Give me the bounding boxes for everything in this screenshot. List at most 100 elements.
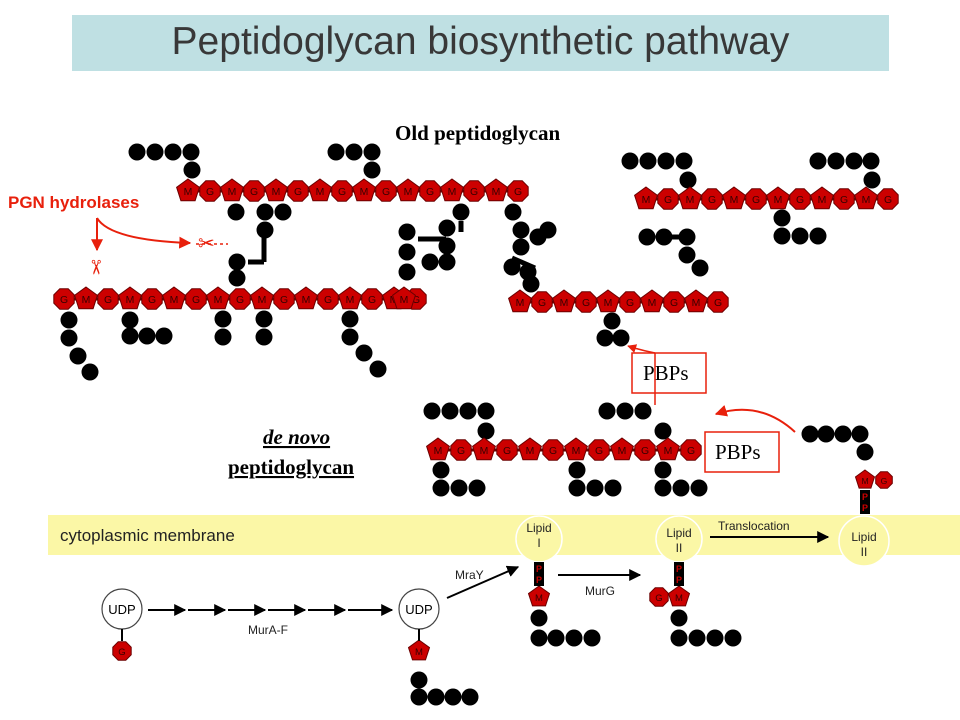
amino-acid-bead bbox=[183, 161, 201, 179]
murnac-sugar: M bbox=[338, 286, 362, 310]
pbp-arrow-lower bbox=[714, 405, 796, 433]
glcnac-sugar: G bbox=[287, 180, 309, 202]
hydrolase-arrow-curve bbox=[96, 217, 192, 249]
amino-acid-bead bbox=[444, 688, 462, 706]
glcnac-sugar: G bbox=[496, 439, 518, 461]
svg-text:M: M bbox=[692, 298, 701, 309]
amino-acid-bead bbox=[369, 360, 387, 378]
amino-acid-bead bbox=[862, 152, 880, 170]
amino-acid-bead bbox=[612, 329, 630, 347]
glcnac-sugar: G bbox=[112, 641, 132, 661]
svg-text:G: G bbox=[104, 295, 112, 306]
svg-text:G: G bbox=[250, 187, 258, 198]
pgn-hydrolases-label: PGN hydrolases bbox=[8, 193, 139, 212]
glcnac-sugar: G bbox=[375, 180, 397, 202]
murnac-sugar: M bbox=[564, 437, 588, 461]
svg-text:M: M bbox=[861, 476, 868, 486]
amino-acid-bead bbox=[547, 629, 565, 647]
svg-text:P: P bbox=[536, 575, 542, 585]
svg-text:M: M bbox=[642, 195, 651, 206]
svg-text:G: G bbox=[840, 195, 848, 206]
pbps-label-lower: PBPs bbox=[715, 440, 761, 464]
amino-acid-bead bbox=[228, 253, 246, 271]
murnac-sugar: M bbox=[810, 186, 834, 210]
svg-text:M: M bbox=[302, 295, 311, 306]
glcnac-sugar: G bbox=[649, 587, 669, 607]
amino-acid-bead bbox=[670, 629, 688, 647]
de-novo-peptidoglycan-label: peptidoglycan bbox=[228, 455, 354, 479]
amino-acid-bead bbox=[255, 310, 273, 328]
amino-acid-bead bbox=[565, 629, 583, 647]
amino-acid-bead bbox=[121, 311, 139, 329]
amino-acid-bead bbox=[128, 143, 146, 161]
glcnac-sugar: G bbox=[53, 288, 75, 310]
svg-text:G: G bbox=[538, 298, 546, 309]
svg-text:P: P bbox=[862, 503, 868, 513]
glcnac-sugar: G bbox=[361, 288, 383, 310]
amino-acid-bead bbox=[827, 152, 845, 170]
amino-acid-bead bbox=[227, 203, 245, 221]
glcnac-sugar: G bbox=[875, 471, 893, 489]
svg-text:G: G bbox=[412, 295, 420, 306]
glcnac-sugar: G bbox=[141, 288, 163, 310]
amino-acid-bead bbox=[639, 152, 657, 170]
amino-acid-bead bbox=[345, 143, 363, 161]
amino-acid-bead bbox=[522, 275, 540, 293]
pyrophosphate: PP bbox=[860, 490, 870, 514]
svg-text:M: M bbox=[184, 187, 193, 198]
svg-text:M: M bbox=[228, 187, 237, 198]
amino-acid-bead bbox=[164, 143, 182, 161]
murnac-sugar: M bbox=[206, 286, 230, 310]
amino-acid-bead bbox=[817, 425, 835, 443]
amino-acid-bead bbox=[845, 152, 863, 170]
amino-acid-bead bbox=[155, 327, 173, 345]
svg-text:M: M bbox=[404, 187, 413, 198]
murnac-sugar: M bbox=[640, 289, 664, 313]
svg-text:G: G bbox=[796, 195, 804, 206]
glcnac-sugar: G bbox=[575, 291, 597, 313]
de-novo-label: de novo bbox=[263, 425, 330, 449]
svg-text:M: M bbox=[480, 446, 489, 457]
amino-acid-bead bbox=[182, 143, 200, 161]
svg-text:G: G bbox=[687, 446, 695, 457]
amino-acid-bead bbox=[530, 629, 548, 647]
svg-text:G: G bbox=[641, 446, 649, 457]
glcnac-sugar: G bbox=[331, 180, 353, 202]
amino-acid-bead bbox=[438, 253, 456, 271]
amino-acid-bead bbox=[423, 402, 441, 420]
svg-text:M: M bbox=[535, 593, 543, 604]
svg-text:M: M bbox=[818, 195, 827, 206]
murnac-sugar: M bbox=[472, 437, 496, 461]
page-title: Peptidoglycan biosynthetic pathway bbox=[171, 20, 790, 63]
cytoplasmic-membrane bbox=[48, 515, 960, 555]
amino-acid-bead bbox=[461, 688, 479, 706]
svg-text:G: G bbox=[655, 593, 662, 604]
amino-acid-bead bbox=[459, 402, 477, 420]
amino-acid-bead bbox=[327, 143, 345, 161]
translocation-label: Translocation bbox=[718, 519, 790, 533]
svg-text:G: G bbox=[549, 446, 557, 457]
mray-label: MraY bbox=[455, 568, 484, 582]
svg-text:G: G bbox=[280, 295, 288, 306]
glcnac-sugar: G bbox=[507, 180, 529, 202]
svg-text:G: G bbox=[595, 446, 603, 457]
amino-acid-bead bbox=[568, 461, 586, 479]
pbps-box-lower bbox=[704, 431, 780, 473]
amino-acid-bead bbox=[809, 152, 827, 170]
amino-acid-bead bbox=[274, 203, 292, 221]
amino-acid-bead bbox=[834, 425, 852, 443]
murnac-sugar: M bbox=[162, 286, 186, 310]
svg-text:P: P bbox=[536, 564, 542, 574]
scissors-icon: ✂ bbox=[198, 231, 215, 255]
pbp-arrow-upper-head bbox=[627, 344, 656, 354]
amino-acid-bead bbox=[69, 347, 87, 365]
svg-text:M: M bbox=[434, 446, 443, 457]
svg-text:G: G bbox=[382, 187, 390, 198]
svg-text:M: M bbox=[126, 295, 135, 306]
amino-acid-bead bbox=[214, 310, 232, 328]
svg-text:G: G bbox=[148, 295, 156, 306]
amino-acid-bead bbox=[438, 219, 456, 237]
amino-acid-bead bbox=[363, 161, 381, 179]
svg-text:G: G bbox=[426, 187, 434, 198]
